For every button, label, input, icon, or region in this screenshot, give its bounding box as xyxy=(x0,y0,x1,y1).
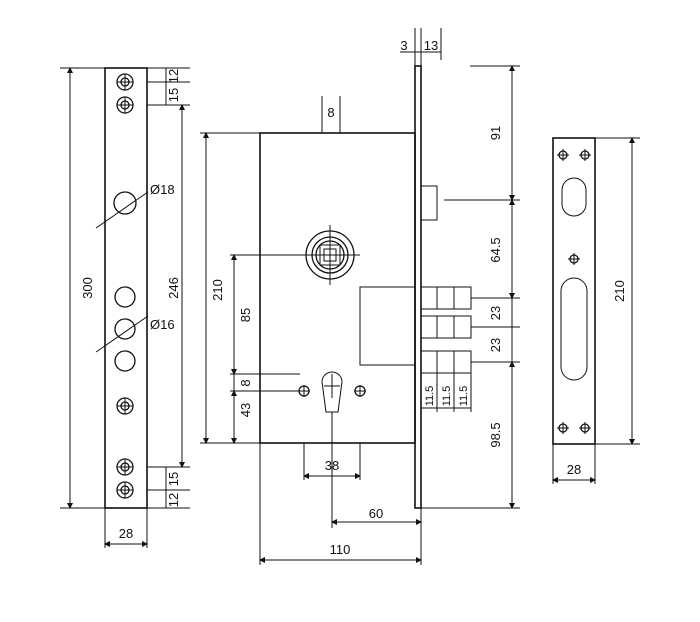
deadbolt-top xyxy=(420,286,472,310)
dim-top-13: 13 xyxy=(424,38,438,53)
dim-faceplate-top-15: 15 xyxy=(166,88,181,102)
faceplate-hole-16-c xyxy=(114,350,136,372)
dim-faceplate-top-12: 12 xyxy=(166,69,181,83)
dim-cylinder-43: 43 xyxy=(238,403,253,417)
strike-plate-outline xyxy=(552,137,596,445)
cylinder-cutout xyxy=(321,371,343,413)
deadbolt-bottom xyxy=(420,350,472,374)
dim-bolt-23-b: 23 xyxy=(488,338,503,352)
dim-latch-8: 8 xyxy=(327,105,334,120)
dim-faceplate-height: 300 xyxy=(80,277,95,299)
strike-screw-1 xyxy=(557,149,569,161)
faceplate-hole-16-b xyxy=(114,318,136,340)
dim-strike-height: 210 xyxy=(612,280,627,302)
dim-faceplate-246: 246 xyxy=(166,277,181,299)
dim-backset-60: 60 xyxy=(369,506,383,521)
cylinder-screw-left xyxy=(298,385,310,397)
deadbolt-middle xyxy=(420,315,472,339)
dim-bolt-11-5-b: 11.5 xyxy=(441,386,453,407)
faceplate-view: 300 12 15 246 15 12 Ø18 Ø16 28 xyxy=(60,67,190,548)
dim-hole-dia-18: Ø18 xyxy=(150,182,175,197)
strike-bolt-slot xyxy=(560,277,588,381)
dim-faceplate-bottom-12: 12 xyxy=(166,493,181,507)
faceplate-hole-18 xyxy=(113,191,137,215)
faceplate-screw-top-2 xyxy=(116,96,134,114)
dim-bolt-11-5-a: 11.5 xyxy=(424,386,436,407)
bolt-housing xyxy=(359,286,416,366)
dim-right-64-5: 64.5 xyxy=(488,237,503,262)
faceplate-outline xyxy=(104,67,148,509)
faceplate-screw-top-1 xyxy=(116,73,134,91)
faceplate-screw-bottom-1 xyxy=(116,458,134,476)
latch-bolt xyxy=(420,185,438,221)
dim-gap-8: 8 xyxy=(238,379,253,386)
spindle-hub xyxy=(300,225,360,285)
lock-case xyxy=(259,132,416,444)
strike-screw-3 xyxy=(568,253,580,265)
dim-top-3: 3 xyxy=(400,38,407,53)
lock-front-plate xyxy=(414,65,422,509)
lock-body-view: 3 13 8 210 85 8 43 38 60 110 xyxy=(200,28,520,565)
dim-right-98-5: 98.5 xyxy=(488,422,503,447)
faceplate-screw-bottom-2 xyxy=(116,481,134,499)
faceplate-hole-16-a xyxy=(114,286,136,308)
dim-faceplate-bottom-15: 15 xyxy=(166,472,181,486)
dim-spindle-85: 85 xyxy=(238,308,253,322)
dim-bolt-23-a: 23 xyxy=(488,306,503,320)
dim-bolt-11-5-c: 11.5 xyxy=(458,386,470,407)
faceplate-screw-mid xyxy=(116,397,134,415)
strike-plate-view: 210 28 xyxy=(552,137,640,484)
dim-case-height: 210 xyxy=(210,279,225,301)
strike-screw-2 xyxy=(579,149,591,161)
dim-faceplate-width: 28 xyxy=(119,526,133,541)
cylinder-screw-right xyxy=(354,385,366,397)
dim-right-91: 91 xyxy=(488,126,503,140)
strike-screw-4 xyxy=(557,422,569,434)
dim-hole-dia-16: Ø16 xyxy=(150,317,175,332)
strike-latch-slot xyxy=(561,177,587,217)
strike-screw-5 xyxy=(579,422,591,434)
dim-strike-width: 28 xyxy=(567,462,581,477)
dim-depth-110: 110 xyxy=(330,542,351,557)
